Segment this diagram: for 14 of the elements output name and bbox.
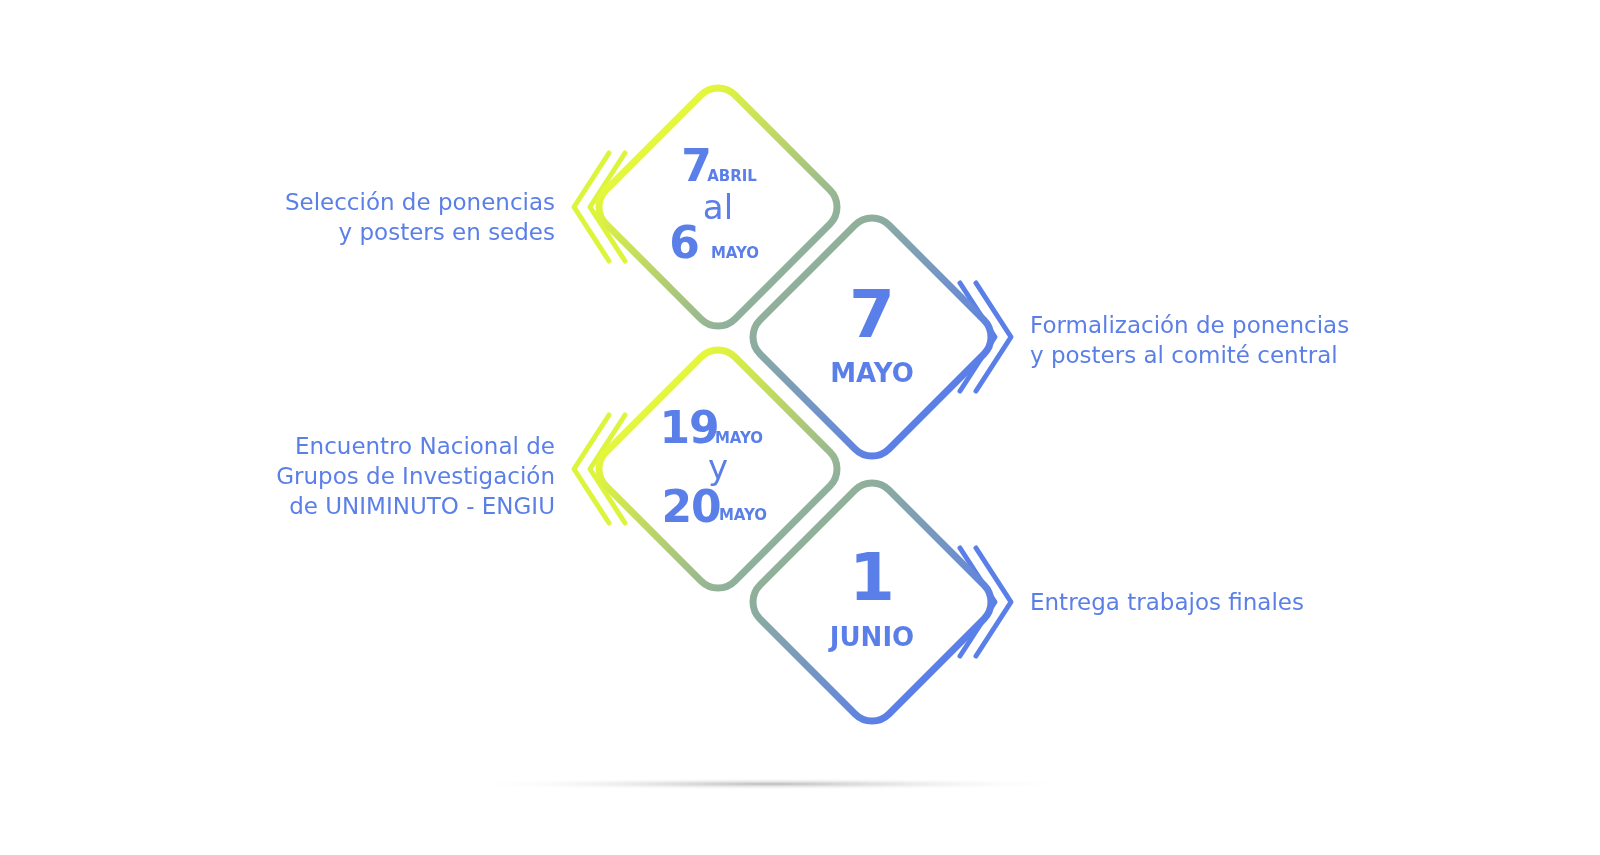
date-number: 20	[661, 485, 721, 529]
month-label: MAYO	[830, 360, 914, 386]
month-label: JUNIO	[829, 624, 915, 650]
date-number: 7	[849, 282, 895, 348]
connector-word: y	[707, 450, 729, 484]
month-label: ABRIL	[707, 168, 757, 184]
connector-word: al	[702, 190, 734, 224]
milestone-description: Formalización de ponencias y posters al comité central	[1030, 311, 1351, 370]
month-label: MAYO	[710, 245, 760, 261]
milestone-description: Selección de ponencias y posters en sedes	[283, 188, 555, 247]
milestone-description: Entrega trabajos finales	[1030, 588, 1305, 617]
date-number: 6	[669, 221, 699, 265]
milestone-description: Encuentro Nacional de Grupos de Investigación de UNIMINUTO - ENGIU	[275, 432, 555, 521]
date-number: 1	[849, 545, 895, 611]
